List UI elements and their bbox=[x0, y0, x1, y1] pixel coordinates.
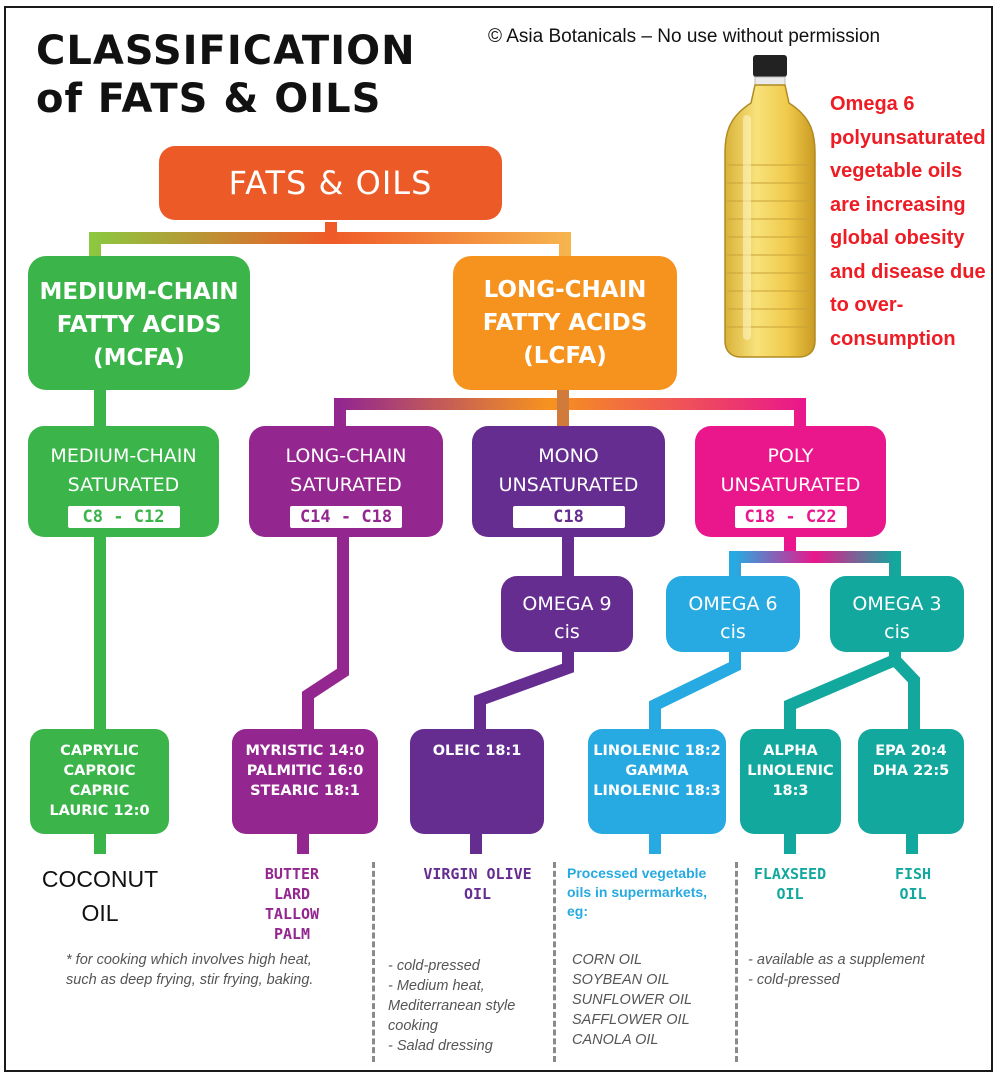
flaxseed-oil-label: FLAXSEED OIL bbox=[753, 865, 827, 903]
epa-dha-box: EPA 20:4 DHA 22:5 bbox=[858, 729, 964, 834]
divider-1 bbox=[372, 862, 375, 1062]
poly-unsaturated-range: C18 - C22 bbox=[734, 506, 847, 528]
omega3-usage-note: - available as a supplement - cold-press… bbox=[748, 952, 925, 988]
omega6-label: OMEGA 6 cis bbox=[688, 593, 778, 643]
oleic-acid-box: OLEIC 18:1 bbox=[410, 729, 544, 834]
omega3-label: OMEGA 3 cis bbox=[852, 593, 942, 643]
poly-unsaturated-box: POLY UNSATURATED C18 - C22 bbox=[695, 426, 886, 537]
omega6-acids-box: LINOLENIC 18:2 GAMMA LINOLENIC 18:3 bbox=[588, 729, 726, 834]
omega6-warning-text: Omega 6 polyunsaturated vegetable oils a… bbox=[830, 93, 986, 350]
omega6-box: OMEGA 6 cis bbox=[666, 576, 800, 652]
alpha-linolenic-box: ALPHA LINOLENIC 18:3 bbox=[740, 729, 841, 834]
divider-3 bbox=[735, 862, 738, 1062]
copyright-notice: © Asia Botanicals – No use without permi… bbox=[488, 26, 881, 47]
mc-saturated-label: MEDIUM-CHAIN SATURATED bbox=[50, 445, 197, 496]
processed-oils-list: CORN OIL SOYBEAN OIL SUNFLOWER OIL SAFFL… bbox=[572, 952, 693, 1048]
mc-saturated-range: C8 - C12 bbox=[67, 506, 180, 528]
mc-saturated-box: MEDIUM-CHAIN SATURATED C8 - C12 bbox=[28, 426, 219, 537]
oil-bottle-icon bbox=[724, 55, 816, 358]
mono-unsaturated-range: C18 bbox=[512, 506, 625, 528]
omega9-box: OMEGA 9 cis bbox=[501, 576, 633, 652]
lc-saturated-label: LONG-CHAIN SATURATED bbox=[285, 445, 407, 496]
fats-oils-root-box: FATS & OILS bbox=[159, 146, 502, 220]
divider-2 bbox=[553, 862, 556, 1062]
mono-unsaturated-box: MONO UNSATURATED C18 bbox=[472, 426, 665, 537]
mcfa-acids-box: CAPRYLIC CAPROIC CAPRIC LAURIC 12:0 bbox=[30, 729, 169, 834]
omega3-box: OMEGA 3 cis bbox=[830, 576, 964, 652]
lc-saturated-acids-box: MYRISTIC 14:0 PALMITIC 16:0 STEARIC 18:1 bbox=[232, 729, 378, 834]
lc-saturated-range: C14 - C18 bbox=[290, 506, 402, 528]
main-title-line1: CLASSIFICATION bbox=[36, 28, 416, 74]
lcfa-box: LONG-CHAIN FATTY ACIDS (LCFA) bbox=[453, 256, 677, 390]
processed-oils-label: Processed vegetable oils in supermarkets… bbox=[567, 865, 708, 919]
root-label: FATS & OILS bbox=[228, 164, 433, 202]
mcfa-label: MEDIUM-CHAIN FATTY ACIDS (MCFA) bbox=[39, 279, 239, 371]
virgin-olive-oil-label: VIRGIN OLIVE OIL bbox=[423, 865, 532, 903]
coconut-oil-label: COCONUT OIL bbox=[41, 866, 159, 926]
lc-saturated-box: LONG-CHAIN SATURATED C14 - C18 bbox=[249, 426, 443, 537]
fish-oil-label: FISH OIL bbox=[894, 865, 932, 903]
mono-unsaturated-label: MONO UNSATURATED bbox=[498, 445, 639, 496]
lcfa-label: LONG-CHAIN FATTY ACIDS (LCFA) bbox=[482, 277, 648, 369]
omega9-label: OMEGA 9 cis bbox=[522, 593, 612, 643]
mcfa-box: MEDIUM-CHAIN FATTY ACIDS (MCFA) bbox=[28, 256, 250, 390]
olive-usage-note: - cold-pressed - Medium heat, Mediterran… bbox=[388, 958, 516, 1054]
poly-unsaturated-label: POLY UNSATURATED bbox=[720, 445, 861, 496]
main-title-line2: of FATS & OILS bbox=[36, 76, 382, 122]
butter-lard-tallow-palm-label: BUTTER LARD TALLOW PALM bbox=[264, 865, 320, 943]
coconut-usage-note: * for cooking which involves high heat, … bbox=[66, 952, 314, 988]
